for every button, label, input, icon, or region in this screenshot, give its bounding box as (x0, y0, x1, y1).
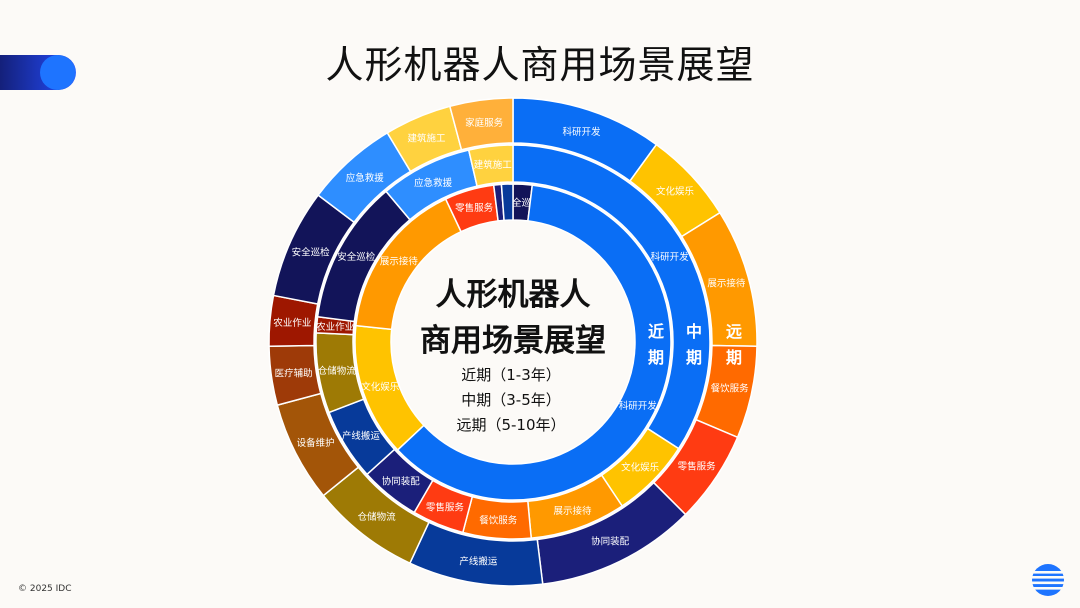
mid-label-10: 应急救援 (414, 177, 453, 189)
far-label-2: 展示接待 (707, 277, 746, 289)
mid-label-6: 产线搬运 (342, 430, 381, 442)
ring-label-mid-char-1: 期 (686, 348, 702, 367)
far-segment-14 (448, 97, 514, 151)
far-label-9: 医疗辅助 (275, 367, 313, 379)
ring-label-near-char-0: 近 (648, 322, 664, 341)
center-block: 人形机器人 商用场景展望 近期（1-3年） 中期（3-5年） 远期（5-10年） (420, 277, 606, 434)
copyright-text: © 2025 IDC (18, 584, 72, 594)
mid-segment-11 (467, 144, 514, 187)
mid-label-4: 零售服务 (426, 502, 465, 514)
far-label-7: 仓储物流 (358, 511, 397, 523)
ring-label-far-char-1: 期 (726, 348, 742, 367)
center-legend-mid: 中期（3-5年） (461, 391, 561, 409)
mid-label-0: 科研开发 (651, 251, 690, 263)
mid-label-11: 建筑施工 (474, 159, 513, 171)
center-legend-near: 近期（1-3年） (461, 366, 561, 384)
mid-label-7: 仓储物流 (318, 365, 357, 377)
idc-logo-icon (1032, 564, 1064, 596)
rings-group: 安全巡检科研开发文化娱乐展示接待零售服务科研开发文化娱乐展示接待餐饮服务零售服务… (268, 97, 758, 587)
near-label-4: 零售服务 (455, 202, 494, 214)
mid-label-1: 文化娱乐 (621, 462, 660, 474)
far-label-10: 农业作业 (273, 317, 311, 329)
mid-label-9: 安全巡检 (337, 251, 376, 263)
far-label-14: 家庭服务 (465, 117, 504, 129)
far-label-0: 科研开发 (562, 126, 601, 138)
center-title-line-1: 人形机器人 (436, 277, 591, 313)
far-label-5: 协同装配 (591, 536, 630, 548)
mid-label-2: 展示接待 (554, 505, 593, 517)
near-segment-6 (500, 183, 514, 222)
mid-label-3: 餐饮服务 (479, 514, 518, 526)
mid-label-8: 农业作业 (316, 321, 354, 333)
center-title-line-2: 商用场景展望 (420, 323, 606, 359)
ring-label-mid-char-0: 中 (686, 322, 702, 341)
far-label-6: 产线搬运 (459, 555, 498, 567)
far-label-11: 安全巡检 (292, 246, 331, 258)
far-label-8: 设备维护 (297, 437, 335, 449)
ring-labels: 近期 中期 远期 (648, 322, 742, 367)
near-label-2: 文化娱乐 (361, 381, 400, 393)
ring-label-near: 近期 (648, 322, 664, 367)
far-label-4: 零售服务 (678, 460, 717, 472)
center-legend-far: 远期（5-10年） (456, 416, 565, 434)
far-label-3: 餐饮服务 (711, 383, 750, 395)
ring-label-far: 远期 (726, 322, 742, 367)
mid-label-5: 协同装配 (382, 475, 421, 487)
near-label-3: 展示接待 (380, 255, 419, 267)
page-title: 人形机器人商用场景展望 (325, 43, 755, 87)
far-label-12: 应急救援 (346, 172, 385, 184)
ring-label-near-char-1: 期 (648, 348, 664, 367)
near-segment-1 (396, 184, 672, 501)
header-accent-dot (40, 55, 75, 90)
far-label-13: 建筑施工 (407, 133, 446, 145)
far-label-1: 文化娱乐 (656, 185, 695, 197)
ring-label-far-char-0: 远 (726, 322, 742, 341)
near-label-1: 科研开发 (619, 400, 658, 412)
ring-label-mid: 中期 (686, 322, 702, 367)
